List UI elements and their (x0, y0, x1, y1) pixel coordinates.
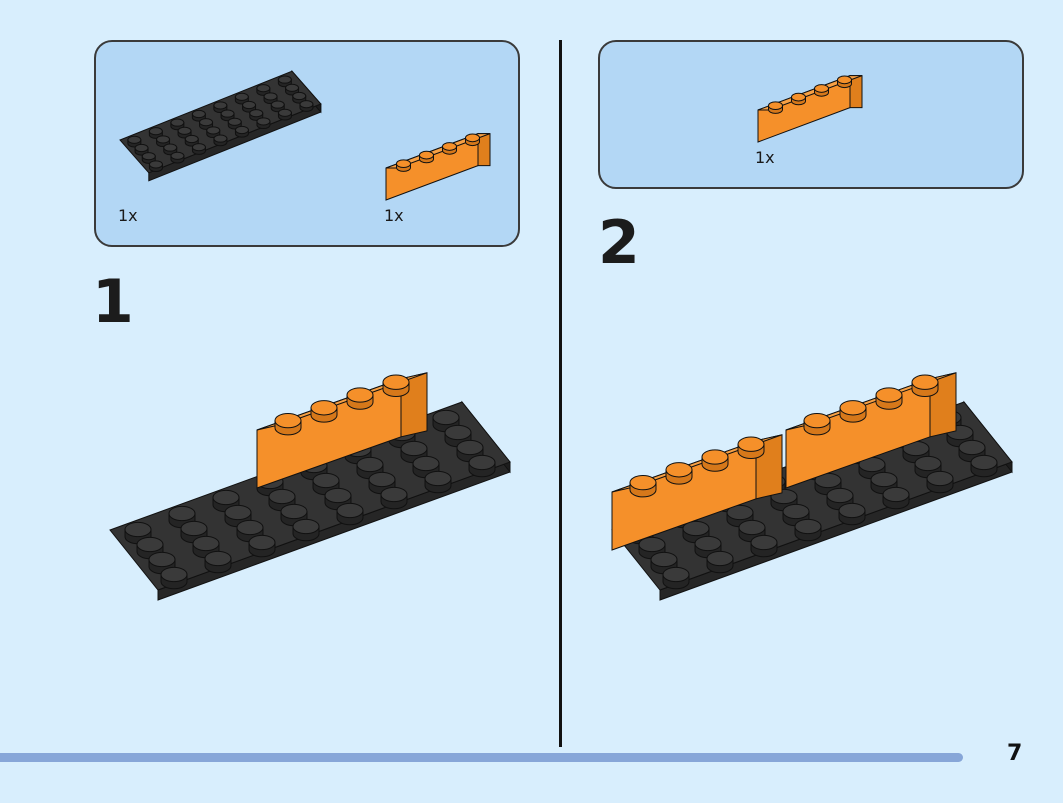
page-number: 7 (1007, 741, 1023, 766)
step-number-2: 2 (598, 208, 640, 278)
parts-panel-step-2: 1x (598, 40, 1024, 189)
plate-quantity: 1x (118, 206, 138, 225)
parts-panel-step-1: 1x 1x (94, 40, 520, 247)
orange-brick-icon (757, 74, 863, 143)
step-number-1: 1 (92, 267, 134, 337)
black-plate-icon (119, 69, 491, 201)
brick-quantity: 1x (755, 148, 775, 167)
brick-quantity: 1x (384, 206, 404, 225)
progress-bar (0, 753, 963, 762)
column-divider (559, 40, 562, 747)
